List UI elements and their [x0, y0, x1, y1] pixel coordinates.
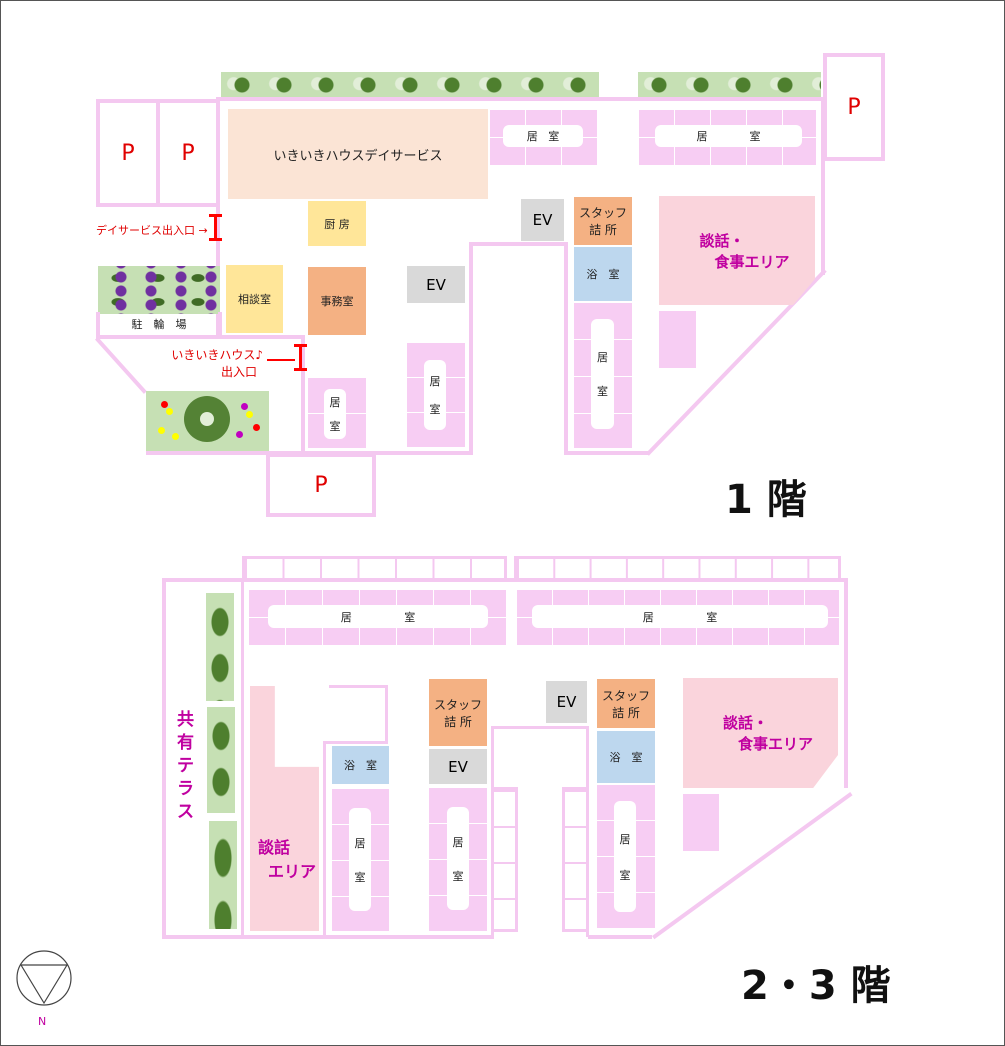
dining-area: 談話・食事エリア [659, 196, 815, 305]
parking-space: P [156, 99, 220, 207]
terrace-planting [206, 593, 234, 701]
planting-strip [638, 72, 821, 98]
resident-rooms: 居 室 [638, 109, 816, 166]
storage [659, 311, 696, 368]
flower-garden [146, 391, 269, 451]
floor-23-title: 2・3 階 [741, 963, 891, 1009]
elevator: EV [429, 749, 487, 784]
resident-rooms: 居室 [332, 788, 389, 931]
staff-station: スタッフ詰 所 [574, 197, 632, 245]
elevator: EV [521, 199, 564, 241]
resident-rooms: 居 室 [489, 109, 598, 166]
parking-space: P [266, 453, 376, 517]
elevator: EV [407, 266, 465, 303]
balcony [514, 556, 841, 580]
dayservice-entrance-label: デイサービス出入口 → [96, 224, 208, 237]
kitchen: 厨 房 [308, 201, 366, 246]
consultation-room: 相談室 [226, 265, 283, 333]
planting-strip [221, 72, 599, 98]
bathroom: 浴 室 [332, 746, 389, 784]
main-entrance-label: いきいきハウス♪出入口 [171, 348, 263, 379]
resident-rooms: 居室 [407, 342, 465, 448]
daycare-room: いきいきハウスデイサービス [228, 109, 488, 199]
resident-rooms: 居 室 [516, 589, 839, 646]
resident-rooms: 居室 [429, 787, 487, 931]
office: 事務室 [308, 267, 366, 335]
bicycle-planting [98, 266, 220, 314]
resident-rooms: 居室 [574, 302, 632, 448]
staff-station: スタッフ詰 所 [429, 679, 487, 746]
balcony [562, 787, 587, 932]
bathroom: 浴 室 [574, 247, 632, 301]
elevator: EV [546, 681, 587, 723]
talk-area: 談話エリア [250, 686, 319, 931]
north-label: N [38, 1015, 47, 1028]
balcony [493, 787, 518, 932]
bicycle-parking: 駐 輪 場 [96, 312, 222, 339]
north-compass-icon [16, 950, 72, 1006]
terrace-planting [209, 821, 237, 929]
resident-rooms: 居 室 [248, 589, 506, 646]
bathroom: 浴 室 [597, 731, 655, 783]
shared-terrace-label: 共有テラス [177, 710, 194, 822]
parking-space: P [823, 53, 885, 161]
balcony [242, 556, 507, 580]
resident-rooms: 居室 [308, 377, 366, 448]
resident-rooms: 居室 [597, 784, 655, 929]
dining-area: 談話・食事エリア [683, 678, 838, 788]
terrace-planting [207, 707, 235, 813]
floor-1-title: 1 階 [725, 477, 807, 523]
staff-station: スタッフ詰 所 [597, 679, 655, 728]
parking-space: P [96, 99, 160, 207]
storage [683, 794, 719, 851]
